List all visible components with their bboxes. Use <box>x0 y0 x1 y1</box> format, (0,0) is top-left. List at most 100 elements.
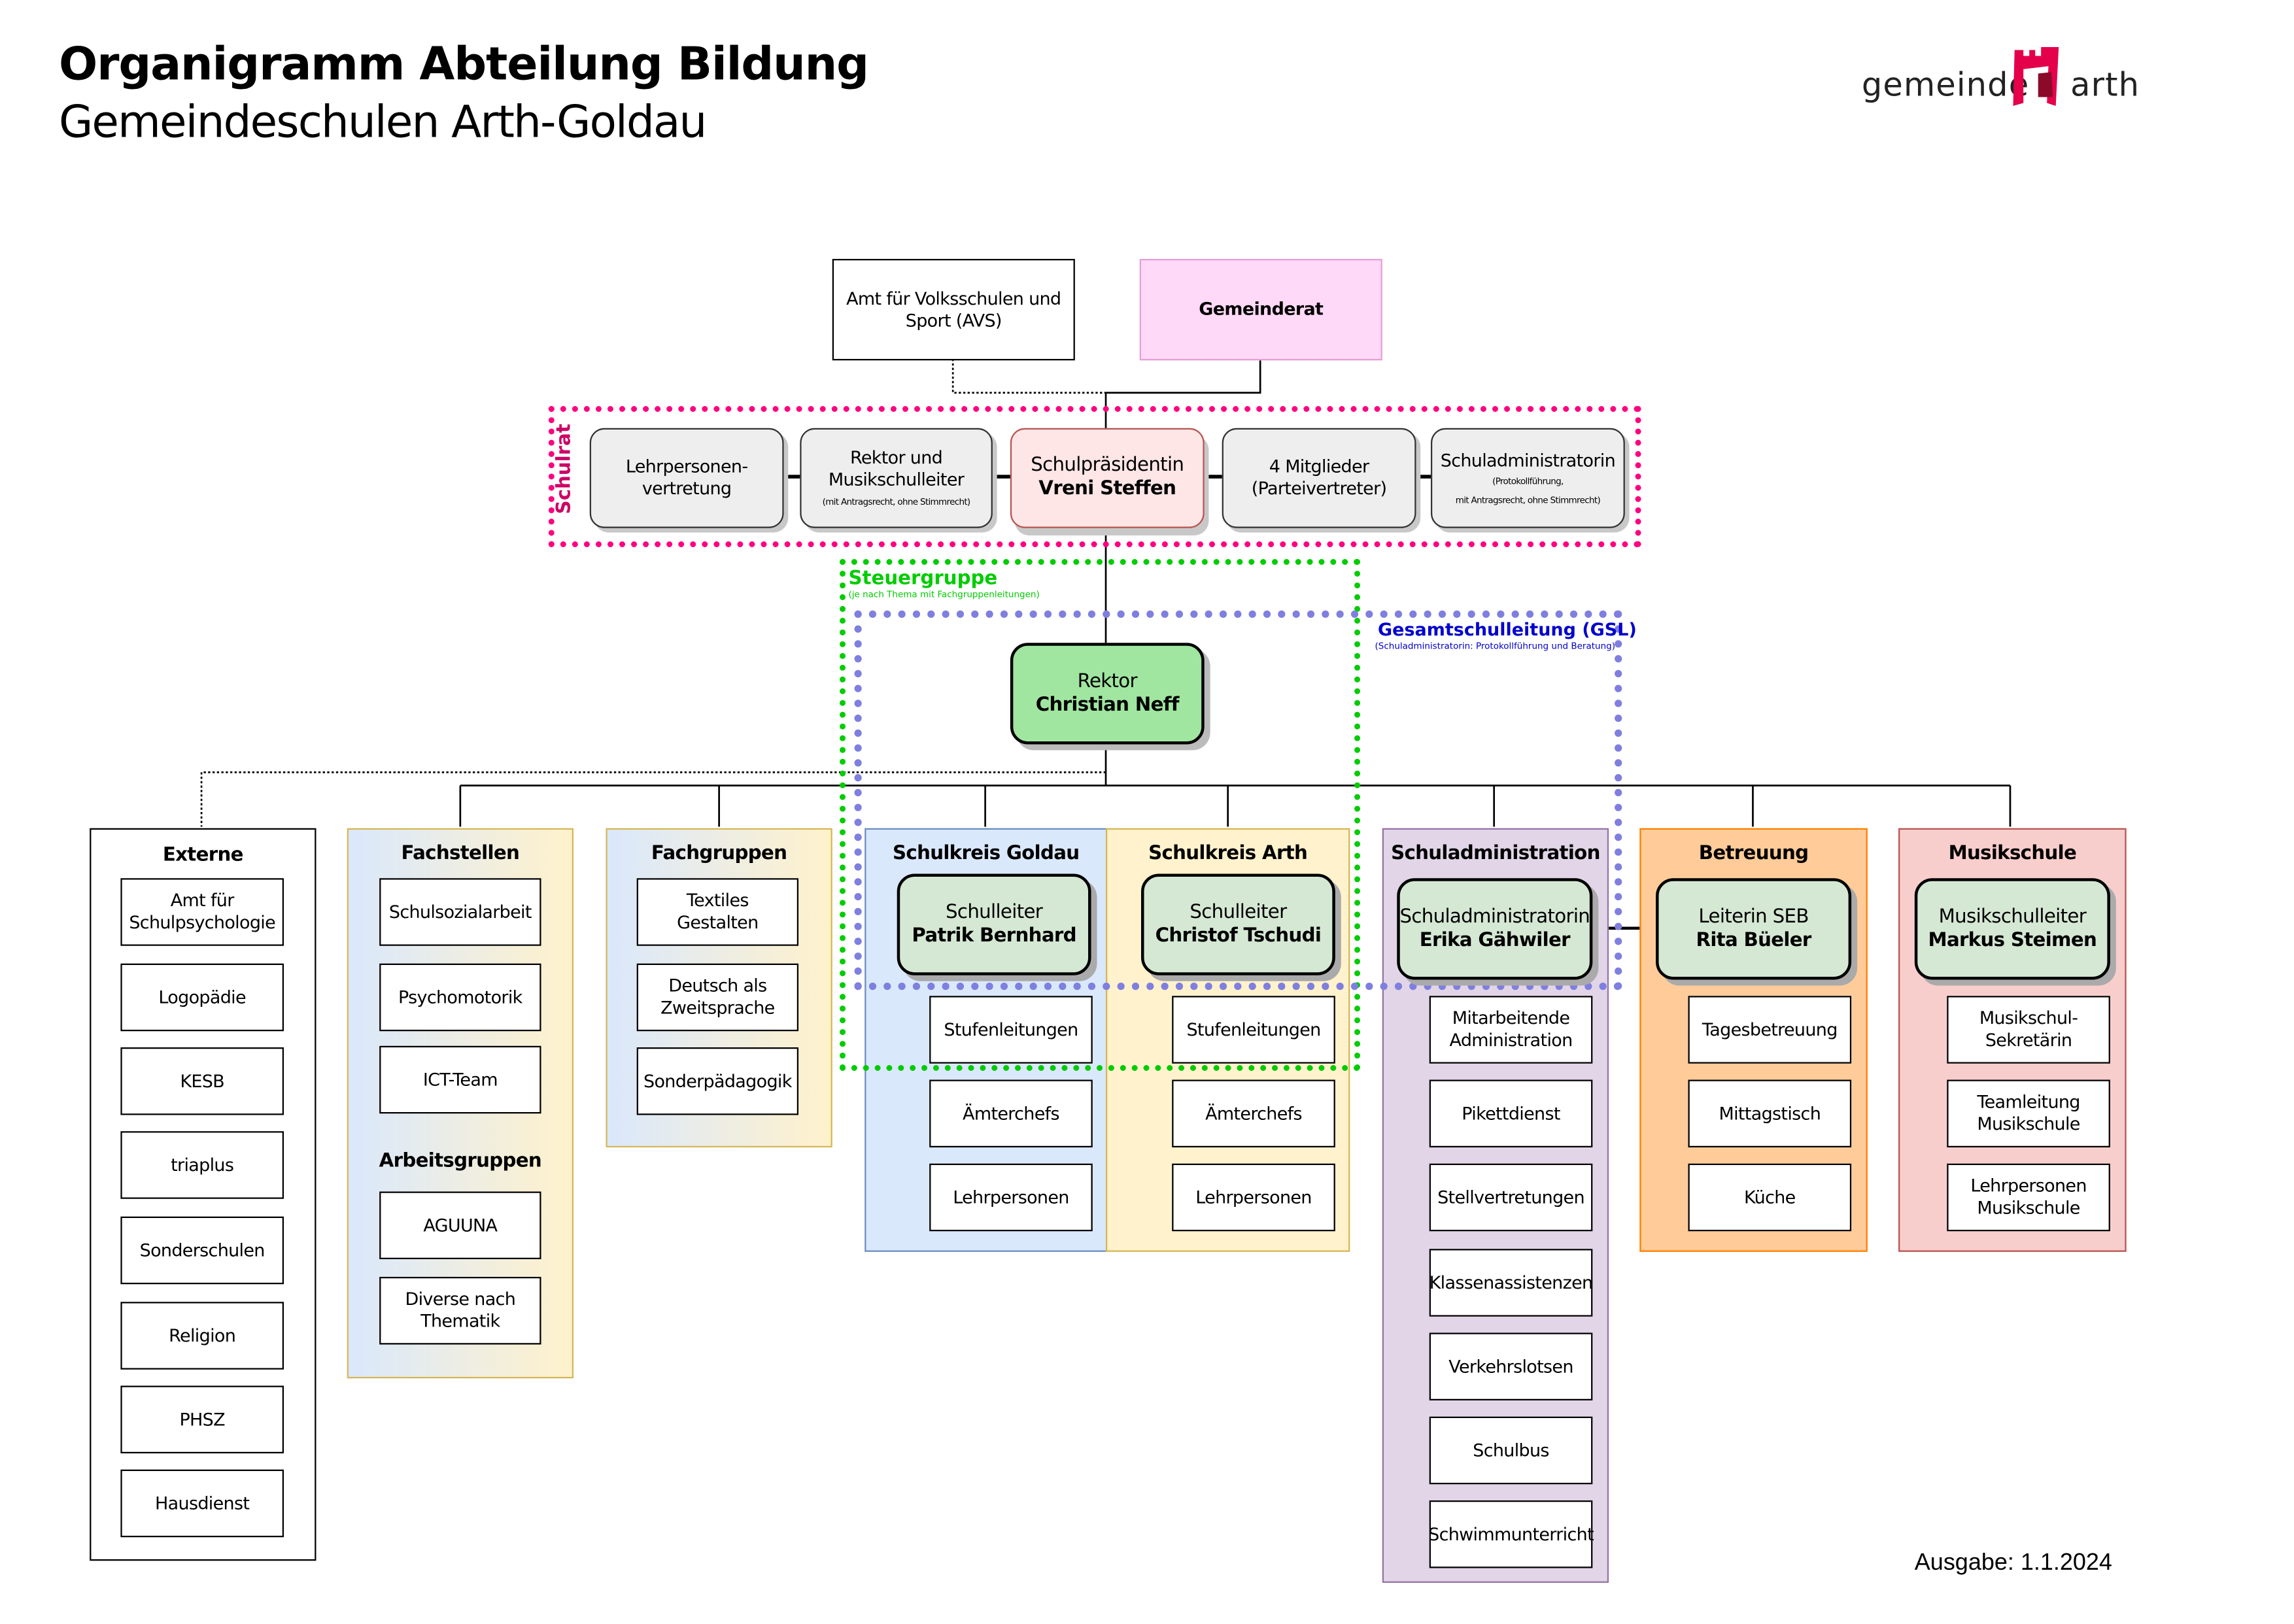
item-label: Sonderschulen <box>139 1239 265 1260</box>
externe-item: Logopädie <box>120 963 284 1032</box>
arth-item: Ämterchefs <box>1172 1079 1335 1147</box>
admin-item: Klassenassistenzen <box>1429 1249 1593 1317</box>
admin-item: Pikettdienst <box>1429 1079 1593 1147</box>
gsl-title: Gesamtschulleitung (GSL) <box>1378 619 1637 640</box>
admin-item: Verkehrslotsen <box>1429 1332 1593 1400</box>
goldau-item: Stufenleitungen <box>929 996 1093 1064</box>
edition-label: Ausgabe: 1.1.2024 <box>1914 1550 2112 1576</box>
lead-role: Schuladministratorin <box>1399 905 1590 928</box>
page-subtitle: Gemeindeschulen Arth-Goldau <box>58 97 707 149</box>
member-label: (Parteivertreter) <box>1251 478 1387 499</box>
item-label: Lehrpersonen <box>953 1186 1069 1208</box>
externe-item: KESB <box>120 1047 284 1115</box>
item-label: Lehrpersonen <box>1195 1186 1312 1208</box>
item-label: Mittagstisch <box>1719 1102 1821 1123</box>
steuergruppe-note: (je nach Thema mit Fachgruppenleitungen) <box>848 590 1040 600</box>
item-label: KESB <box>180 1070 225 1091</box>
gemeinderat-label: Gemeinderat <box>1199 298 1324 320</box>
item-label: Verkehrslotsen <box>1448 1355 1573 1376</box>
rektor-box: Rektor Christian Neff <box>1010 643 1205 745</box>
column-title: Musikschule <box>1948 843 2077 865</box>
item-label: Sonderpädagogik <box>643 1070 792 1091</box>
item-label: Schulsozialarbeit <box>388 901 532 922</box>
leiterin-seb-box: Leiterin SEB Rita Büeler <box>1656 878 1852 980</box>
member-name: Vreni Steffen <box>1038 478 1176 500</box>
item-label: Ämterchefs <box>963 1102 1059 1123</box>
schulrat-member-praesidentin: Schulpräsidentin Vreni Steffen <box>1010 428 1205 528</box>
betreuung-item: Tagesbetreuung <box>1688 996 1852 1064</box>
fachstellen-item: ICT-Team <box>379 1045 541 1114</box>
member-role: Schulpräsidentin <box>1031 454 1184 477</box>
admin-item: Stellvertretungen <box>1429 1163 1593 1232</box>
item-label: Schulbus <box>1473 1439 1549 1461</box>
castle-tower-logo-icon <box>2013 47 2059 106</box>
externe-item: Religion <box>120 1302 284 1370</box>
musikschule-item: Musikschul-Sekretärin <box>1947 996 2110 1064</box>
item-label: Psychomotorik <box>398 986 522 1007</box>
fachgruppen-item: Sonderpädagogik <box>636 1047 799 1115</box>
schulrat-member-lehrpersonenvertretung: Lehrpersonen- vertretung <box>589 428 784 528</box>
fachgruppen-item: Textiles Gestalten <box>636 878 799 946</box>
member-label: Rektor und Musikschulleiter <box>828 447 965 490</box>
column-title: Fachgruppen <box>651 843 787 865</box>
item-label: Pikettdienst <box>1462 1102 1560 1123</box>
page-title: Organigramm Abteilung Bildung <box>58 38 869 92</box>
column-title: Schulkreis Goldau <box>893 843 1080 865</box>
member-note: (Protokollführung, <box>1492 475 1564 486</box>
item-label: Küche <box>1743 1186 1796 1208</box>
logo-text-right: arth <box>2070 67 2140 105</box>
item-label: Stufenleitungen <box>1186 1019 1321 1040</box>
item-label: Stellvertretungen <box>1437 1186 1585 1208</box>
rektor-main-connector <box>459 743 2012 827</box>
goldau-item: Lehrpersonen <box>929 1163 1093 1232</box>
steuergruppe-title: Steuergruppe <box>848 567 998 590</box>
item-label: Tagesbetreuung <box>1702 1019 1838 1040</box>
column-title: Schuladministration <box>1391 843 1600 865</box>
externe-item: triaplus <box>120 1131 284 1199</box>
item-label: PHSZ <box>179 1408 225 1429</box>
gsl-frame <box>854 610 1622 990</box>
steuergruppe-frame <box>840 559 1361 1071</box>
admin-item: Schulbus <box>1429 1416 1593 1485</box>
column-title: Betreuung <box>1698 843 1809 865</box>
externe-item: Amt für Schulpsychologie <box>120 878 284 946</box>
item-label: Mitarbeitende Administration <box>1449 1007 1573 1051</box>
fachgruppen-item: Deutsch als Zweitsprache <box>636 963 799 1032</box>
logo: gemeinde arth <box>1862 44 2141 109</box>
rektor-role: Rektor <box>1077 669 1138 692</box>
schulleiter-arth-box: Schulleiter Christof Tschudi <box>1140 873 1335 975</box>
musikschulleiter-box: Musikschulleiter Markus Steimen <box>1914 878 2110 980</box>
lead-name: Christof Tschudi <box>1155 924 1322 947</box>
avs-label: Amt für Volksschulen und Sport (AVS) <box>846 287 1061 331</box>
item-label: Deutsch als Zweitsprache <box>660 975 775 1018</box>
lead-name: Markus Steimen <box>1928 928 2097 951</box>
column-title: Schulkreis Arth <box>1148 843 1308 865</box>
musikschule-item: Lehrpersonen Musikschule <box>1947 1163 2110 1232</box>
item-label: Schwimmunterricht <box>1428 1523 1594 1544</box>
item-label: Textiles Gestalten <box>677 890 759 933</box>
item-label: Diverse nach Thematik <box>405 1289 516 1332</box>
rektor-name: Christian Neff <box>1035 693 1180 716</box>
member-note: (mit Antragsrecht, ohne Stimmrecht) <box>822 497 971 508</box>
item-label: Klassenassistenzen <box>1429 1272 1593 1293</box>
admin-item: Schwimmunterricht <box>1428 1500 1594 1568</box>
lead-role: Schulleiter <box>946 901 1043 923</box>
schulrat-member-mitglieder: 4 Mitglieder (Parteivertreter) <box>1222 428 1416 528</box>
externe-item: Sonderschulen <box>120 1216 284 1285</box>
fachstellen-item: Schulsozialarbeit <box>379 878 541 946</box>
member-note: mit Antragsrecht, ohne Stimmrecht) <box>1455 495 1601 505</box>
goldau-item: Ämterchefs <box>929 1079 1093 1147</box>
column-title: Externe <box>162 844 244 867</box>
lead-role: Musikschulleiter <box>1938 905 2087 928</box>
lead-name: Patrik Bernhard <box>912 924 1076 947</box>
schulleiter-goldau-box: Schulleiter Patrik Bernhard <box>897 873 1091 975</box>
lead-name: Rita Büeler <box>1696 928 1811 951</box>
item-label: Stufenleitungen <box>944 1019 1078 1040</box>
member-label: Lehrpersonen- <box>625 456 748 477</box>
arth-item: Stufenleitungen <box>1172 996 1335 1064</box>
item-label: ICT-Team <box>422 1068 498 1090</box>
item-label: AGUUNA <box>423 1214 498 1235</box>
item-label: Lehrpersonen Musikschule <box>1970 1175 2087 1218</box>
schulrat-member-rektor: Rektor und Musikschulleiter (mit Antrags… <box>800 428 993 528</box>
item-label: Hausdienst <box>155 1492 250 1514</box>
